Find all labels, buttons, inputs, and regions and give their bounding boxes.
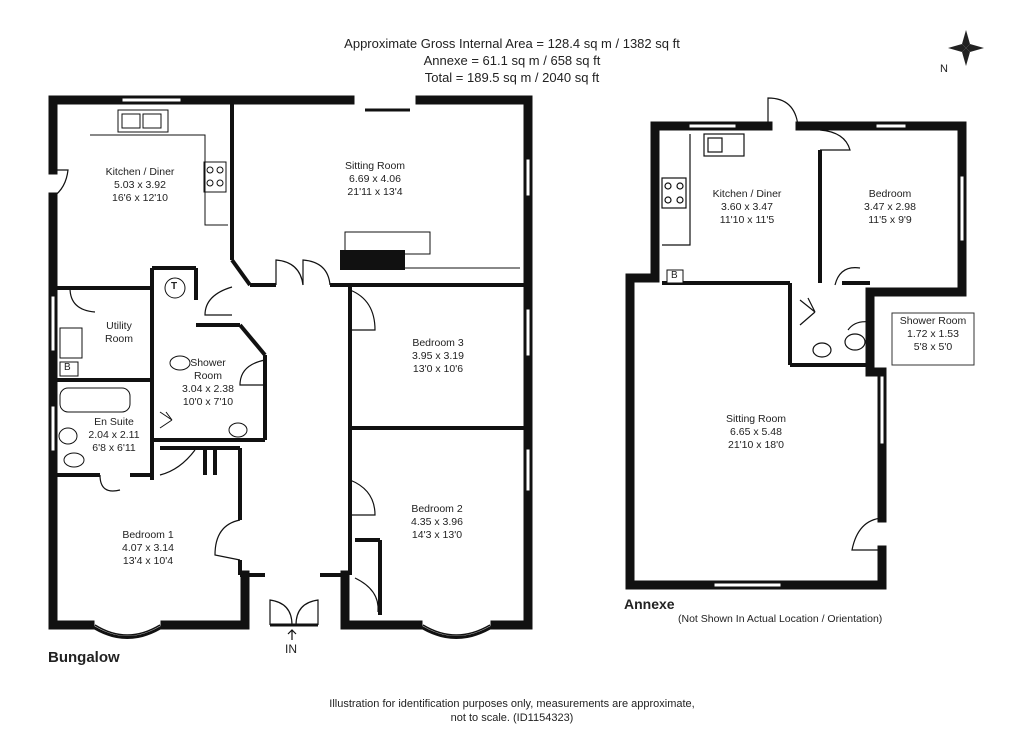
room-bedroom-2: Bedroom 2 4.35 x 3.96 14'3 x 13'0 xyxy=(387,503,487,542)
room-name: Bedroom 3 xyxy=(412,337,464,349)
total-area-line: Total = 189.5 sq m / 2040 sq ft xyxy=(424,70,600,85)
room-name: Utility xyxy=(106,320,132,332)
room-metric: 6.69 x 4.06 xyxy=(349,173,401,185)
room-name: En Suite xyxy=(94,416,134,428)
room-name: Bedroom xyxy=(868,188,912,200)
room-metric: 4.35 x 3.96 xyxy=(411,516,463,528)
room-bedroom-3: Bedroom 3 3.95 x 3.19 13'0 x 10'6 xyxy=(388,337,488,376)
room-name: Bedroom 1 xyxy=(122,529,174,541)
tank-marker: T xyxy=(171,281,178,292)
annexe-label: Annexe xyxy=(624,596,675,612)
gross-area-line: Approximate Gross Internal Area = 128.4 … xyxy=(344,36,680,51)
room-en-suite: En Suite 2.04 x 2.11 6'8 x 6'11 xyxy=(78,416,150,455)
room-imperial: 13'0 x 10'6 xyxy=(412,363,464,375)
room-imperial: 6'8 x 6'11 xyxy=(92,442,136,454)
annexe-room-kitchen-diner: Kitchen / Diner 3.60 x 3.47 11'10 x 11'5 xyxy=(697,188,797,227)
room-kitchen-diner: Kitchen / Diner 5.03 x 3.92 16'6 x 12'10 xyxy=(90,166,190,205)
room-imperial: 21'10 x 18'0 xyxy=(728,439,784,451)
room-imperial: 10'0 x 7'10 xyxy=(182,396,234,408)
room-metric: 4.07 x 3.14 xyxy=(122,542,174,554)
room-imperial: 13'4 x 10'4 xyxy=(122,555,174,567)
room-name: Bedroom 2 xyxy=(411,503,463,515)
room-shower: Shower Room 3.04 x 2.38 10'0 x 7'10 xyxy=(168,357,248,409)
room-metric: 3.47 x 2.98 xyxy=(864,201,916,213)
annexe-area-line: Annexe = 61.1 sq m / 658 sq ft xyxy=(423,53,601,68)
entrance-label: IN xyxy=(285,642,297,656)
room-utility: Utility Room xyxy=(92,320,146,346)
room-imperial: 11'5 x 9'9 xyxy=(868,214,912,226)
room-name: Shower Room xyxy=(899,315,967,327)
room-imperial: 16'6 x 12'10 xyxy=(112,192,168,204)
room-name: Shower xyxy=(190,357,226,369)
bungalow-label: Bungalow xyxy=(48,649,120,666)
room-bedroom-1: Bedroom 1 4.07 x 3.14 13'4 x 10'4 xyxy=(98,529,198,568)
room-name-line2: Room xyxy=(193,370,222,382)
annexe-room-bedroom: Bedroom 3.47 x 2.98 11'5 x 9'9 xyxy=(840,188,940,227)
room-metric: 3.60 x 3.47 xyxy=(721,201,773,213)
disclaimer-line-1: Illustration for identification purposes… xyxy=(329,698,695,710)
room-metric: 3.04 x 2.38 xyxy=(182,383,234,395)
annexe-note: (Not Shown In Actual Location / Orientat… xyxy=(678,613,883,625)
room-name: Sitting Room xyxy=(344,160,406,172)
disclaimer-line-2: not to scale. (ID1154323) xyxy=(450,712,574,724)
room-name: Sitting Room xyxy=(725,413,787,425)
room-name: Kitchen / Diner xyxy=(712,188,782,200)
boiler-marker: B xyxy=(64,362,71,373)
annexe-room-shower: Shower Room 1.72 x 1.53 5'8 x 5'0 xyxy=(893,315,973,354)
annexe-room-sitting: Sitting Room 6.65 x 5.48 21'10 x 18'0 xyxy=(706,413,806,452)
compass-north-label: N xyxy=(940,63,948,75)
compass-icon xyxy=(948,30,984,66)
room-metric: 1.72 x 1.53 xyxy=(907,328,959,340)
room-imperial: 5'8 x 5'0 xyxy=(913,341,953,353)
annexe-boiler-marker: B xyxy=(671,270,678,281)
room-metric: 2.04 x 2.11 xyxy=(88,429,140,441)
room-name-line2: Room xyxy=(104,333,133,345)
room-sitting-room: Sitting Room 6.69 x 4.06 21'11 x 13'4 xyxy=(325,160,425,199)
room-metric: 6.65 x 5.48 xyxy=(730,426,782,438)
room-metric: 5.03 x 3.92 xyxy=(114,179,166,191)
room-imperial: 21'11 x 13'4 xyxy=(347,186,403,198)
room-name: Kitchen / Diner xyxy=(105,166,175,178)
room-imperial: 14'3 x 13'0 xyxy=(411,529,463,541)
room-metric: 3.95 x 3.19 xyxy=(412,350,464,362)
room-imperial: 11'10 x 11'5 xyxy=(719,214,775,226)
bungalow-plan xyxy=(48,95,533,640)
